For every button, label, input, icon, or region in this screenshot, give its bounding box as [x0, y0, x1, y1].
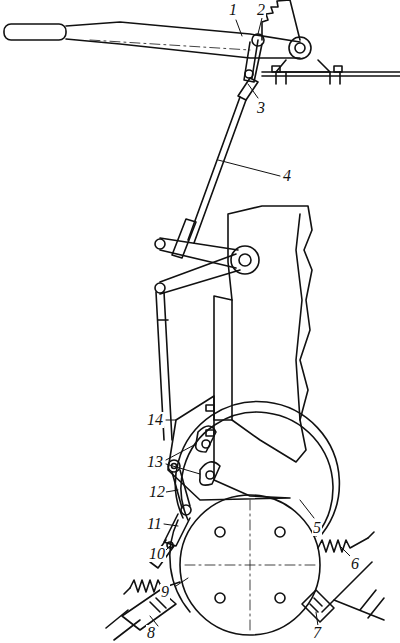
bell-crank — [155, 238, 259, 294]
callout-number: 14 — [146, 412, 164, 428]
callout-number: 5 — [312, 520, 322, 536]
callout-number: 12 — [148, 484, 166, 500]
leader-lines — [150, 18, 350, 626]
pull-rod — [155, 40, 262, 258]
callout-number: 10 — [148, 546, 166, 562]
callout-number: 11 — [146, 516, 163, 532]
callout-number: 13 — [146, 454, 164, 470]
adjuster — [106, 562, 384, 640]
ratchet-sector — [252, 0, 400, 84]
callout-number: 1 — [228, 2, 238, 18]
callout-number: 7 — [312, 625, 322, 641]
callout-number: 2 — [256, 2, 266, 18]
callout-number: 6 — [350, 556, 360, 572]
callout-number: 9 — [160, 584, 170, 600]
brake-drum — [170, 402, 340, 635]
callout-number: 3 — [256, 100, 266, 116]
callout-number: 4 — [282, 168, 292, 184]
bracket — [168, 396, 290, 500]
callout-number: 8 — [146, 625, 156, 641]
